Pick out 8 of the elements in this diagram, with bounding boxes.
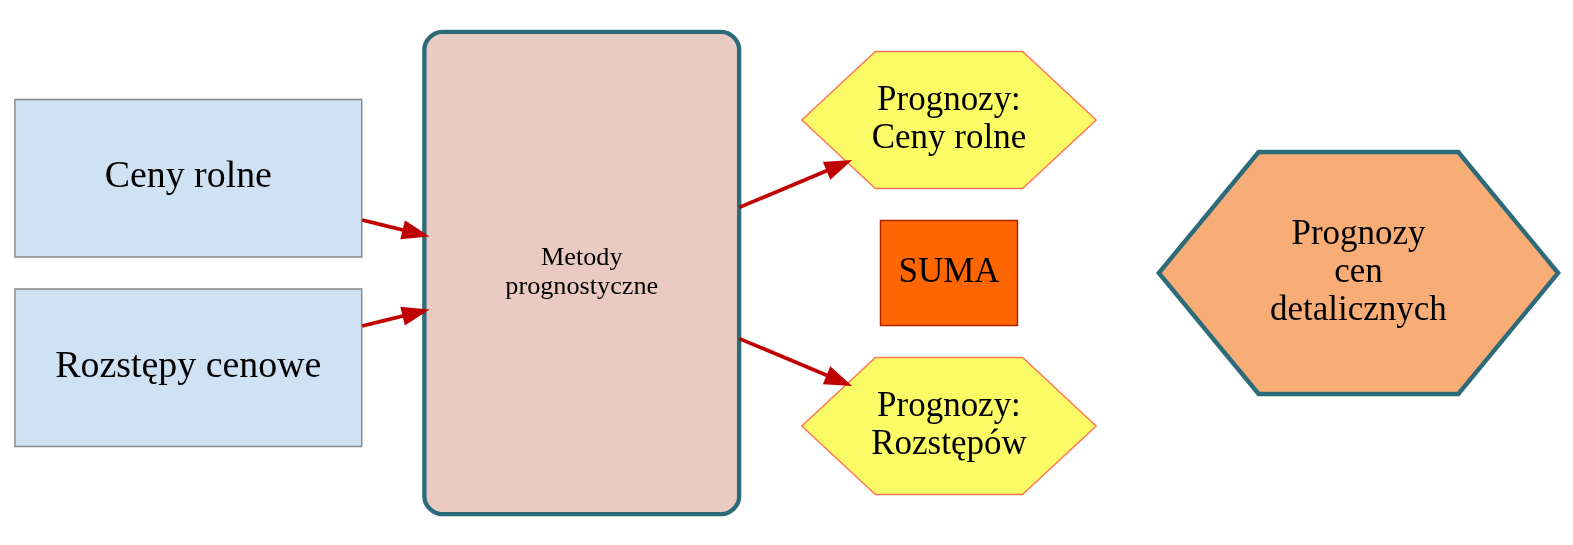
node-box: SUMA bbox=[879, 219, 1019, 326]
node-box: Metody prognostyczne bbox=[422, 29, 742, 516]
node-box: Ceny rolne bbox=[14, 98, 363, 258]
arrow bbox=[361, 217, 430, 239]
arrow bbox=[361, 306, 430, 328]
arrow bbox=[738, 159, 853, 209]
node-box: Rozstępy cenowe bbox=[14, 287, 363, 447]
arrow bbox=[738, 336, 853, 386]
